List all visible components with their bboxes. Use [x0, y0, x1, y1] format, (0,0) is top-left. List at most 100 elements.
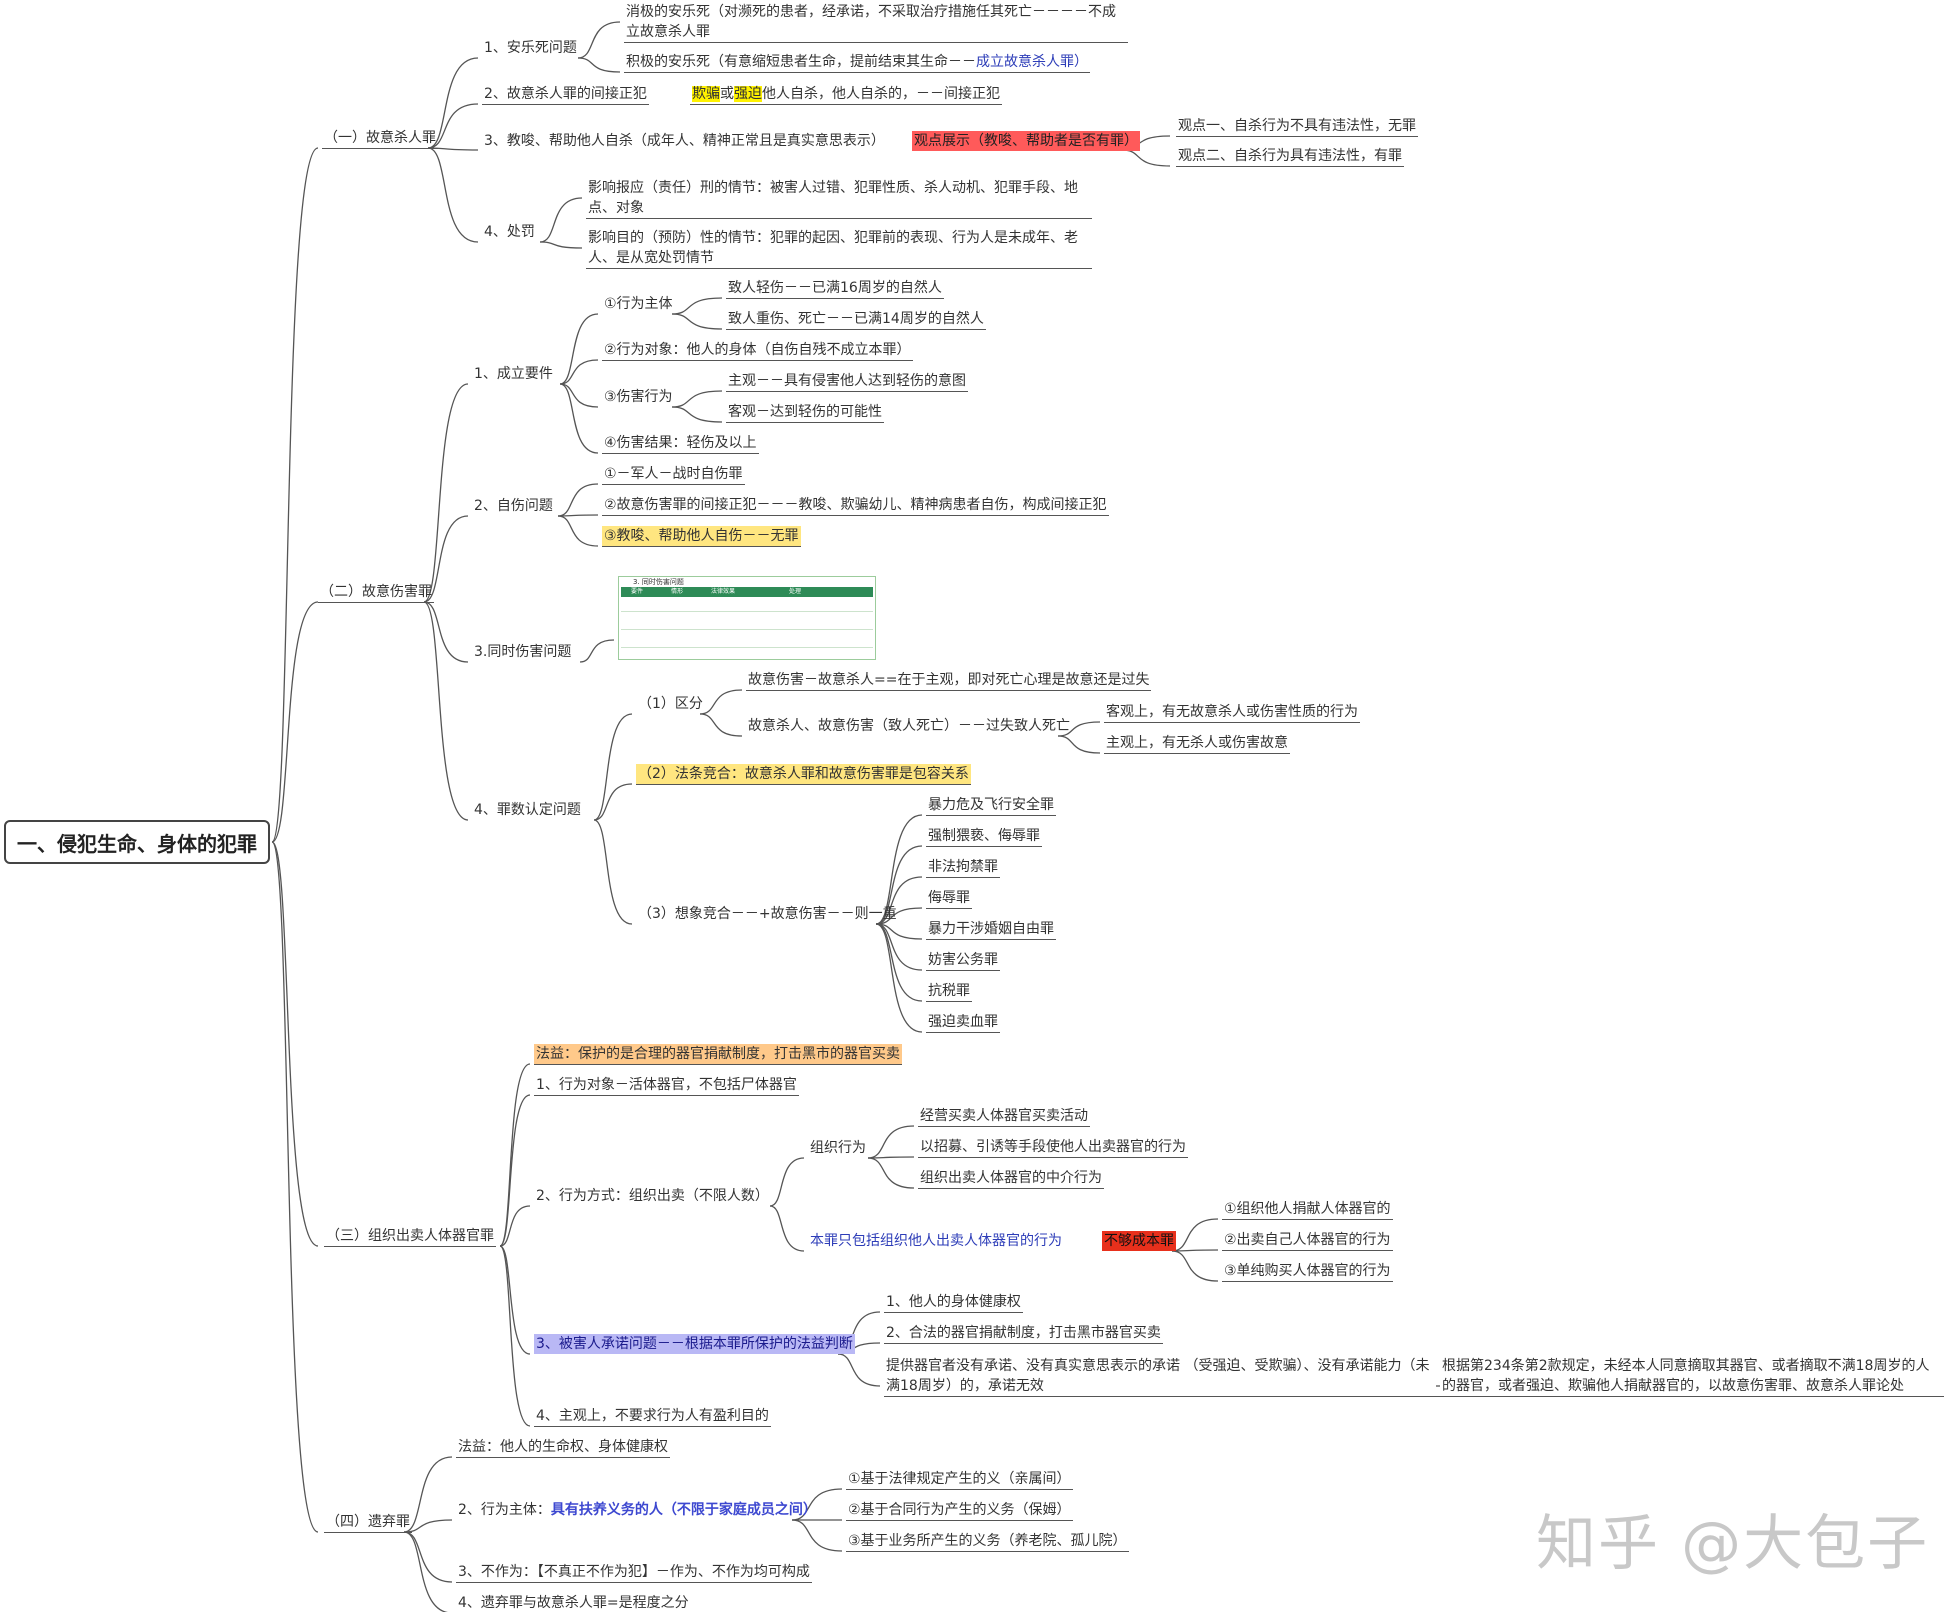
s2-d2-node[interactable]: （2）法条竞合：故意杀人罪和故意伤害罪是包容关系: [636, 764, 971, 785]
s2-b3-node[interactable]: ③教唆、帮助他人自伤－－无罪: [602, 526, 801, 547]
s2-a3a-node[interactable]: 主观－－具有侵害他人达到轻伤的意图: [726, 371, 968, 392]
concurrence-item[interactable]: 暴力危及飞行安全罪: [926, 795, 1056, 816]
s1-node[interactable]: （一）故意杀人罪: [322, 128, 438, 149]
s1-a2-node[interactable]: 积极的安乐死（有意缩短患者生命，提前结束其生命－－成立故意杀人罪）: [624, 52, 1090, 73]
s3-c2x1-node[interactable]: ①组织他人捐献人体器官的: [1222, 1199, 1393, 1220]
connector-line: [1057, 735, 1101, 754]
s1-a1-node[interactable]: 消极的安乐死（对濒死的患者，经承诺，不采取治疗措施任其死亡－－－－不成立故意杀人…: [624, 2, 1128, 43]
thumbnail-row: [621, 647, 873, 648]
connector-line: [875, 923, 923, 1033]
s2-d1a-node[interactable]: 故意伤害－故意杀人==在于主观，即对死亡心理是故意还是过失: [746, 670, 1152, 691]
s3-node[interactable]: （三）组织出卖人体器官罪: [324, 1226, 496, 1247]
s1-d-node[interactable]: 4、处罚: [484, 224, 535, 240]
s2-a1a-node[interactable]: 致人轻伤－－已满16周岁的自然人: [726, 278, 944, 299]
s2-d1b1-node[interactable]: 客观上，有无故意杀人或伤害性质的行为: [1104, 702, 1360, 723]
connector-line: [875, 907, 923, 925]
s2-a3b-node[interactable]: 客观－达到轻伤的可能性: [726, 402, 884, 423]
connector-line: [559, 383, 599, 408]
s3-c2x2-node[interactable]: ②出卖自己人体器官的行为: [1222, 1230, 1393, 1251]
s3-c1c-node[interactable]: 组织出卖人体器官的中介行为: [918, 1168, 1104, 1189]
s3-c1a-node[interactable]: 经营买卖人体器官买卖活动: [918, 1106, 1090, 1127]
connector-line: [539, 197, 583, 243]
s3-e-node[interactable]: 4、主观上，不要求行为人有盈利目的: [534, 1406, 771, 1427]
s2-a1-node[interactable]: ①行为主体: [604, 296, 673, 312]
s3-c1b-node[interactable]: 以招募、引诱等手段使他人出卖器官的行为: [918, 1137, 1188, 1158]
s4-b2-node[interactable]: ②基于合同行为产生的义务（保姆）: [846, 1500, 1073, 1521]
thumbnail-header-3: 法律效果: [711, 588, 736, 595]
s2-a3-node[interactable]: ③伤害行为: [604, 389, 673, 405]
s4-c-node[interactable]: 3、不作为：【不真正不作为犯】－作为、不作为均可构成: [456, 1562, 812, 1583]
s2-c-node[interactable]: 3.同时伤害问题: [474, 644, 572, 660]
connector-line: [1171, 1218, 1219, 1252]
s2-d-node[interactable]: 4、罪数认定问题: [474, 802, 581, 818]
s4-d-node[interactable]: 4、遗弃罪与故意杀人罪=是程度之分: [456, 1593, 691, 1612]
s2-b-node[interactable]: 2、自伤问题: [474, 498, 553, 514]
s3-d3-node[interactable]: 提供器官者没有承诺、没有真实意思表示的承诺 （受强迫、受欺骗）、没有承诺能力（未…: [884, 1356, 1440, 1397]
root-node[interactable]: 一、侵犯生命、身体的犯罪: [4, 820, 270, 864]
s3-d-node[interactable]: 3、被害人承诺问题－－根据本罪所保护的法益判断: [534, 1334, 855, 1354]
s3-c1-node[interactable]: 组织行为: [810, 1140, 866, 1156]
s4-b3-node[interactable]: ③基于业务所产生的义务（养老院、孤儿院）: [846, 1531, 1129, 1552]
connector-line: [1171, 1250, 1219, 1282]
s1-d1-node[interactable]: 影响报应（责任）刑的情节：被害人过错、犯罪性质、杀人动机、犯罪手段、地点、对象: [586, 178, 1092, 219]
concurrence-item[interactable]: 妨害公务罪: [926, 950, 1000, 971]
s1-b1-h2: 强迫: [734, 86, 762, 102]
connector-line: [271, 841, 319, 1533]
concurrence-item[interactable]: 强制猥亵、侮辱罪: [926, 826, 1042, 847]
connector-line: [867, 1125, 915, 1159]
s2-a-node[interactable]: 1、成立要件: [474, 366, 553, 382]
s2-d1b-node[interactable]: 故意杀人、故意伤害（致人死亡）－－过失致人死亡: [748, 718, 1070, 734]
connector-line: [403, 1519, 453, 1533]
s2-node[interactable]: （二）故意伤害罪: [318, 582, 434, 603]
s4-b-node[interactable]: 2、行为主体：具有扶养义务的人（不限于家庭成员之间）: [456, 1500, 819, 1520]
s2-b1-node[interactable]: ①－军人－战时自伤罪: [602, 464, 745, 485]
s1-c-node[interactable]: 3、教唆、帮助他人自杀（成年人、精神正常且是真实意思表示）: [484, 133, 885, 149]
s1-a-node[interactable]: 1、安乐死问题: [484, 40, 577, 56]
s2-b2-node[interactable]: ②故意伤害罪的间接正犯－－－教唆、欺骗幼儿、精神病患者自伤，构成间接正犯: [602, 495, 1109, 516]
concurrence-item[interactable]: 抗税罪: [926, 981, 972, 1002]
s4-b1-node[interactable]: ①基于法律规定产生的义（亲属间）: [846, 1469, 1073, 1490]
s3-c2-node[interactable]: 本罪只包括组织他人出卖人体器官的行为: [810, 1233, 1062, 1249]
connector-line: [271, 147, 319, 843]
connector-line: [423, 383, 469, 603]
s1-a2-text: 积极的安乐死（有意缩短患者生命，提前结束其生命－－: [626, 54, 976, 70]
s1-c1-node[interactable]: 观点展示（教唆、帮助者是否有罪）: [912, 131, 1140, 151]
concurrence-item[interactable]: 暴力干涉婚姻自由罪: [926, 919, 1056, 940]
s4-a-node[interactable]: 法益：他人的生命权、身体健康权: [456, 1437, 670, 1458]
s2-d3-node[interactable]: （3）想象竞合－－+故意伤害－－则一重: [638, 906, 897, 922]
s1-d2-node[interactable]: 影响目的（预防）性的情节：犯罪的起因、犯罪前的表现、行为人是未成年、老人、是从宽…: [586, 228, 1092, 269]
s3-b-node[interactable]: 1、行为对象－活体器官，不包括尸体器官: [534, 1075, 799, 1096]
s1-c1a-node[interactable]: 观点一、自杀行为不具有违法性，无罪: [1176, 116, 1418, 137]
connector-line: [423, 515, 469, 603]
concurrence-item[interactable]: 强迫卖血罪: [926, 1012, 1000, 1033]
s1-a2-blue: 成立故意杀人罪）: [976, 54, 1088, 70]
table-thumbnail-image: 3. 同时伤害问题 要件 情形 法律效果 处理: [618, 576, 876, 660]
connector-line: [769, 1157, 805, 1207]
s3-d1-node[interactable]: 1、他人的身体健康权: [884, 1292, 1023, 1313]
connector-line: [499, 1063, 531, 1247]
s3-c-node[interactable]: 2、行为方式：组织出卖（不限人数）: [536, 1188, 769, 1204]
s2-a2-node[interactable]: ②行为对象：他人的身体（自伤自残不成立本罪）: [602, 340, 913, 361]
s2-a4-node[interactable]: ④伤害结果：轻伤及以上: [602, 433, 759, 454]
s4-node[interactable]: （四）遗弃罪: [324, 1512, 412, 1533]
connector-line: [769, 1205, 805, 1252]
s1-c1b-node[interactable]: 观点二、自杀行为具有违法性，有罪: [1176, 146, 1404, 167]
s2-d1b2-node[interactable]: 主观上，有无杀人或伤害故意: [1104, 733, 1290, 754]
s3-d2-node[interactable]: 2、合法的器官捐献制度，打击黑市器官买卖: [884, 1323, 1163, 1344]
concurrence-item[interactable]: 侮辱罪: [926, 888, 972, 909]
s3-a-node[interactable]: 法益：保护的是合理的器官捐献制度，打击黑市的器官买卖: [534, 1044, 902, 1065]
s3-c2x-node[interactable]: 不够成本罪: [1102, 1231, 1176, 1251]
thumbnail-title: 3. 同时伤害问题: [633, 578, 684, 586]
connector-line: [559, 313, 599, 385]
concurrence-item[interactable]: 非法拘禁罪: [926, 857, 1000, 878]
s2-d1-node[interactable]: （1）区分: [638, 696, 703, 712]
s3-d3a-node[interactable]: 根据第234条第2款规定，未经本人同意摘取其器官、或者摘取不满18周岁的人的器官…: [1440, 1356, 1944, 1397]
s1-b-node[interactable]: 2、故意杀人罪的间接正犯: [482, 84, 649, 105]
connector-line: [875, 814, 923, 925]
s1-b1-node[interactable]: 欺骗或强迫他人自杀，他人自杀的，－－间接正犯: [690, 84, 1002, 105]
thumbnail-header-2: 情形: [671, 588, 684, 595]
connector-line: [557, 483, 599, 517]
s3-c2x3-node[interactable]: ③单纯购买人体器官的行为: [1222, 1261, 1393, 1282]
s2-a1b-node[interactable]: 致人重伤、死亡－－已满14周岁的自然人: [726, 309, 986, 330]
connector-line: [671, 390, 723, 408]
